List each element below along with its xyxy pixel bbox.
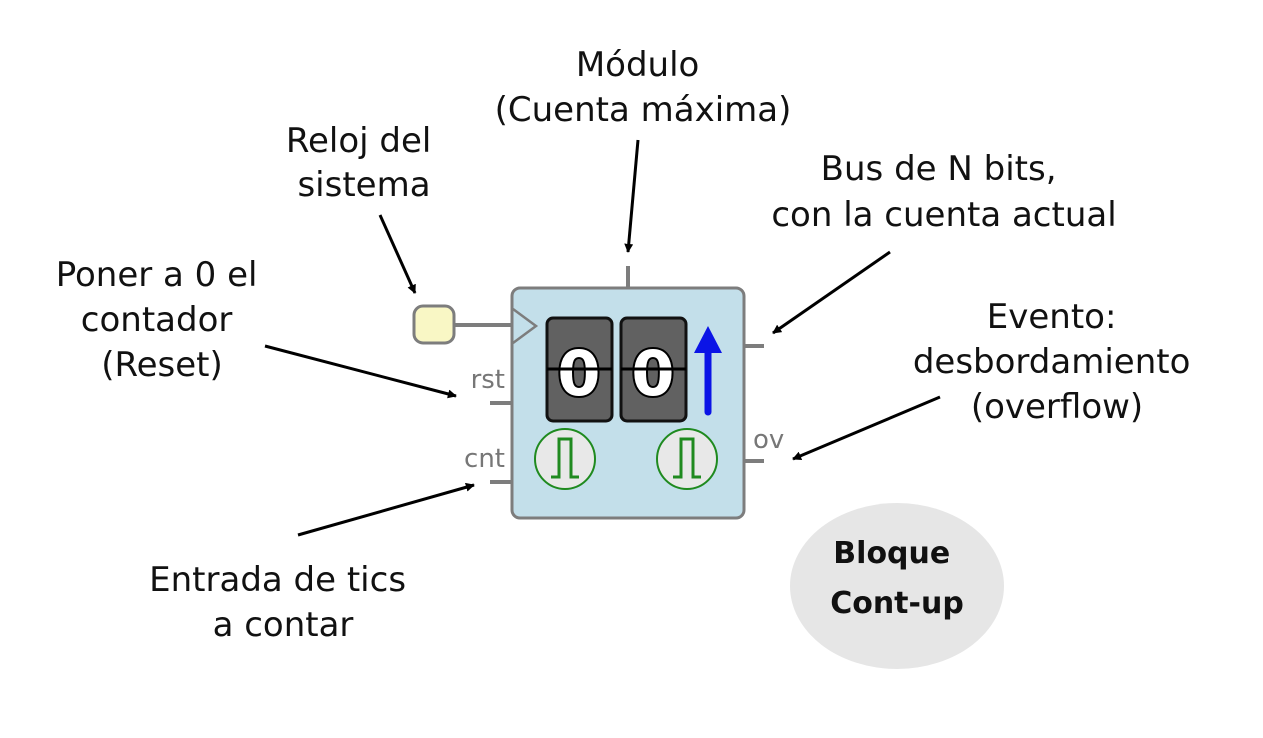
reset-arrow (264, 344, 457, 399)
ov-pulse-icon (656, 428, 718, 490)
entrada-label: Entrada de tics a contar (149, 560, 417, 645)
modulo-arrow (624, 139, 640, 253)
entrada-arrow (297, 482, 475, 537)
reset-label: Poner a 0 el contador (Reset) (56, 255, 269, 385)
bus-label: Bus de N bits, con la cuenta actual (771, 149, 1116, 235)
evento-arrow (792, 395, 941, 461)
clock-triangle-icon (512, 307, 539, 345)
cnt-port-label: cnt (464, 444, 505, 474)
cnt-pulse-wave (551, 437, 579, 479)
clock-input[interactable] (412, 304, 456, 345)
block-name-badge (790, 503, 1004, 669)
modulo-label: Módulo (Cuenta máxima) (495, 45, 792, 130)
bus-arrow (772, 250, 891, 335)
ov-port-label: ov (753, 425, 784, 455)
rst-port-label: rst (471, 365, 505, 395)
reloj-label: Reloj del sistema (286, 121, 442, 205)
digit-1: 0 (557, 337, 600, 410)
ov-pulse-wave (673, 437, 701, 479)
evento-label: Evento: desbordamiento (overflow) (913, 297, 1201, 427)
block-name-text: Bloque Cont-up (830, 536, 964, 621)
cnt-pulse-icon (534, 428, 596, 490)
reloj-arrow (378, 214, 417, 294)
digit-2: 0 (631, 337, 674, 410)
count-up-arrow-icon (694, 326, 722, 353)
